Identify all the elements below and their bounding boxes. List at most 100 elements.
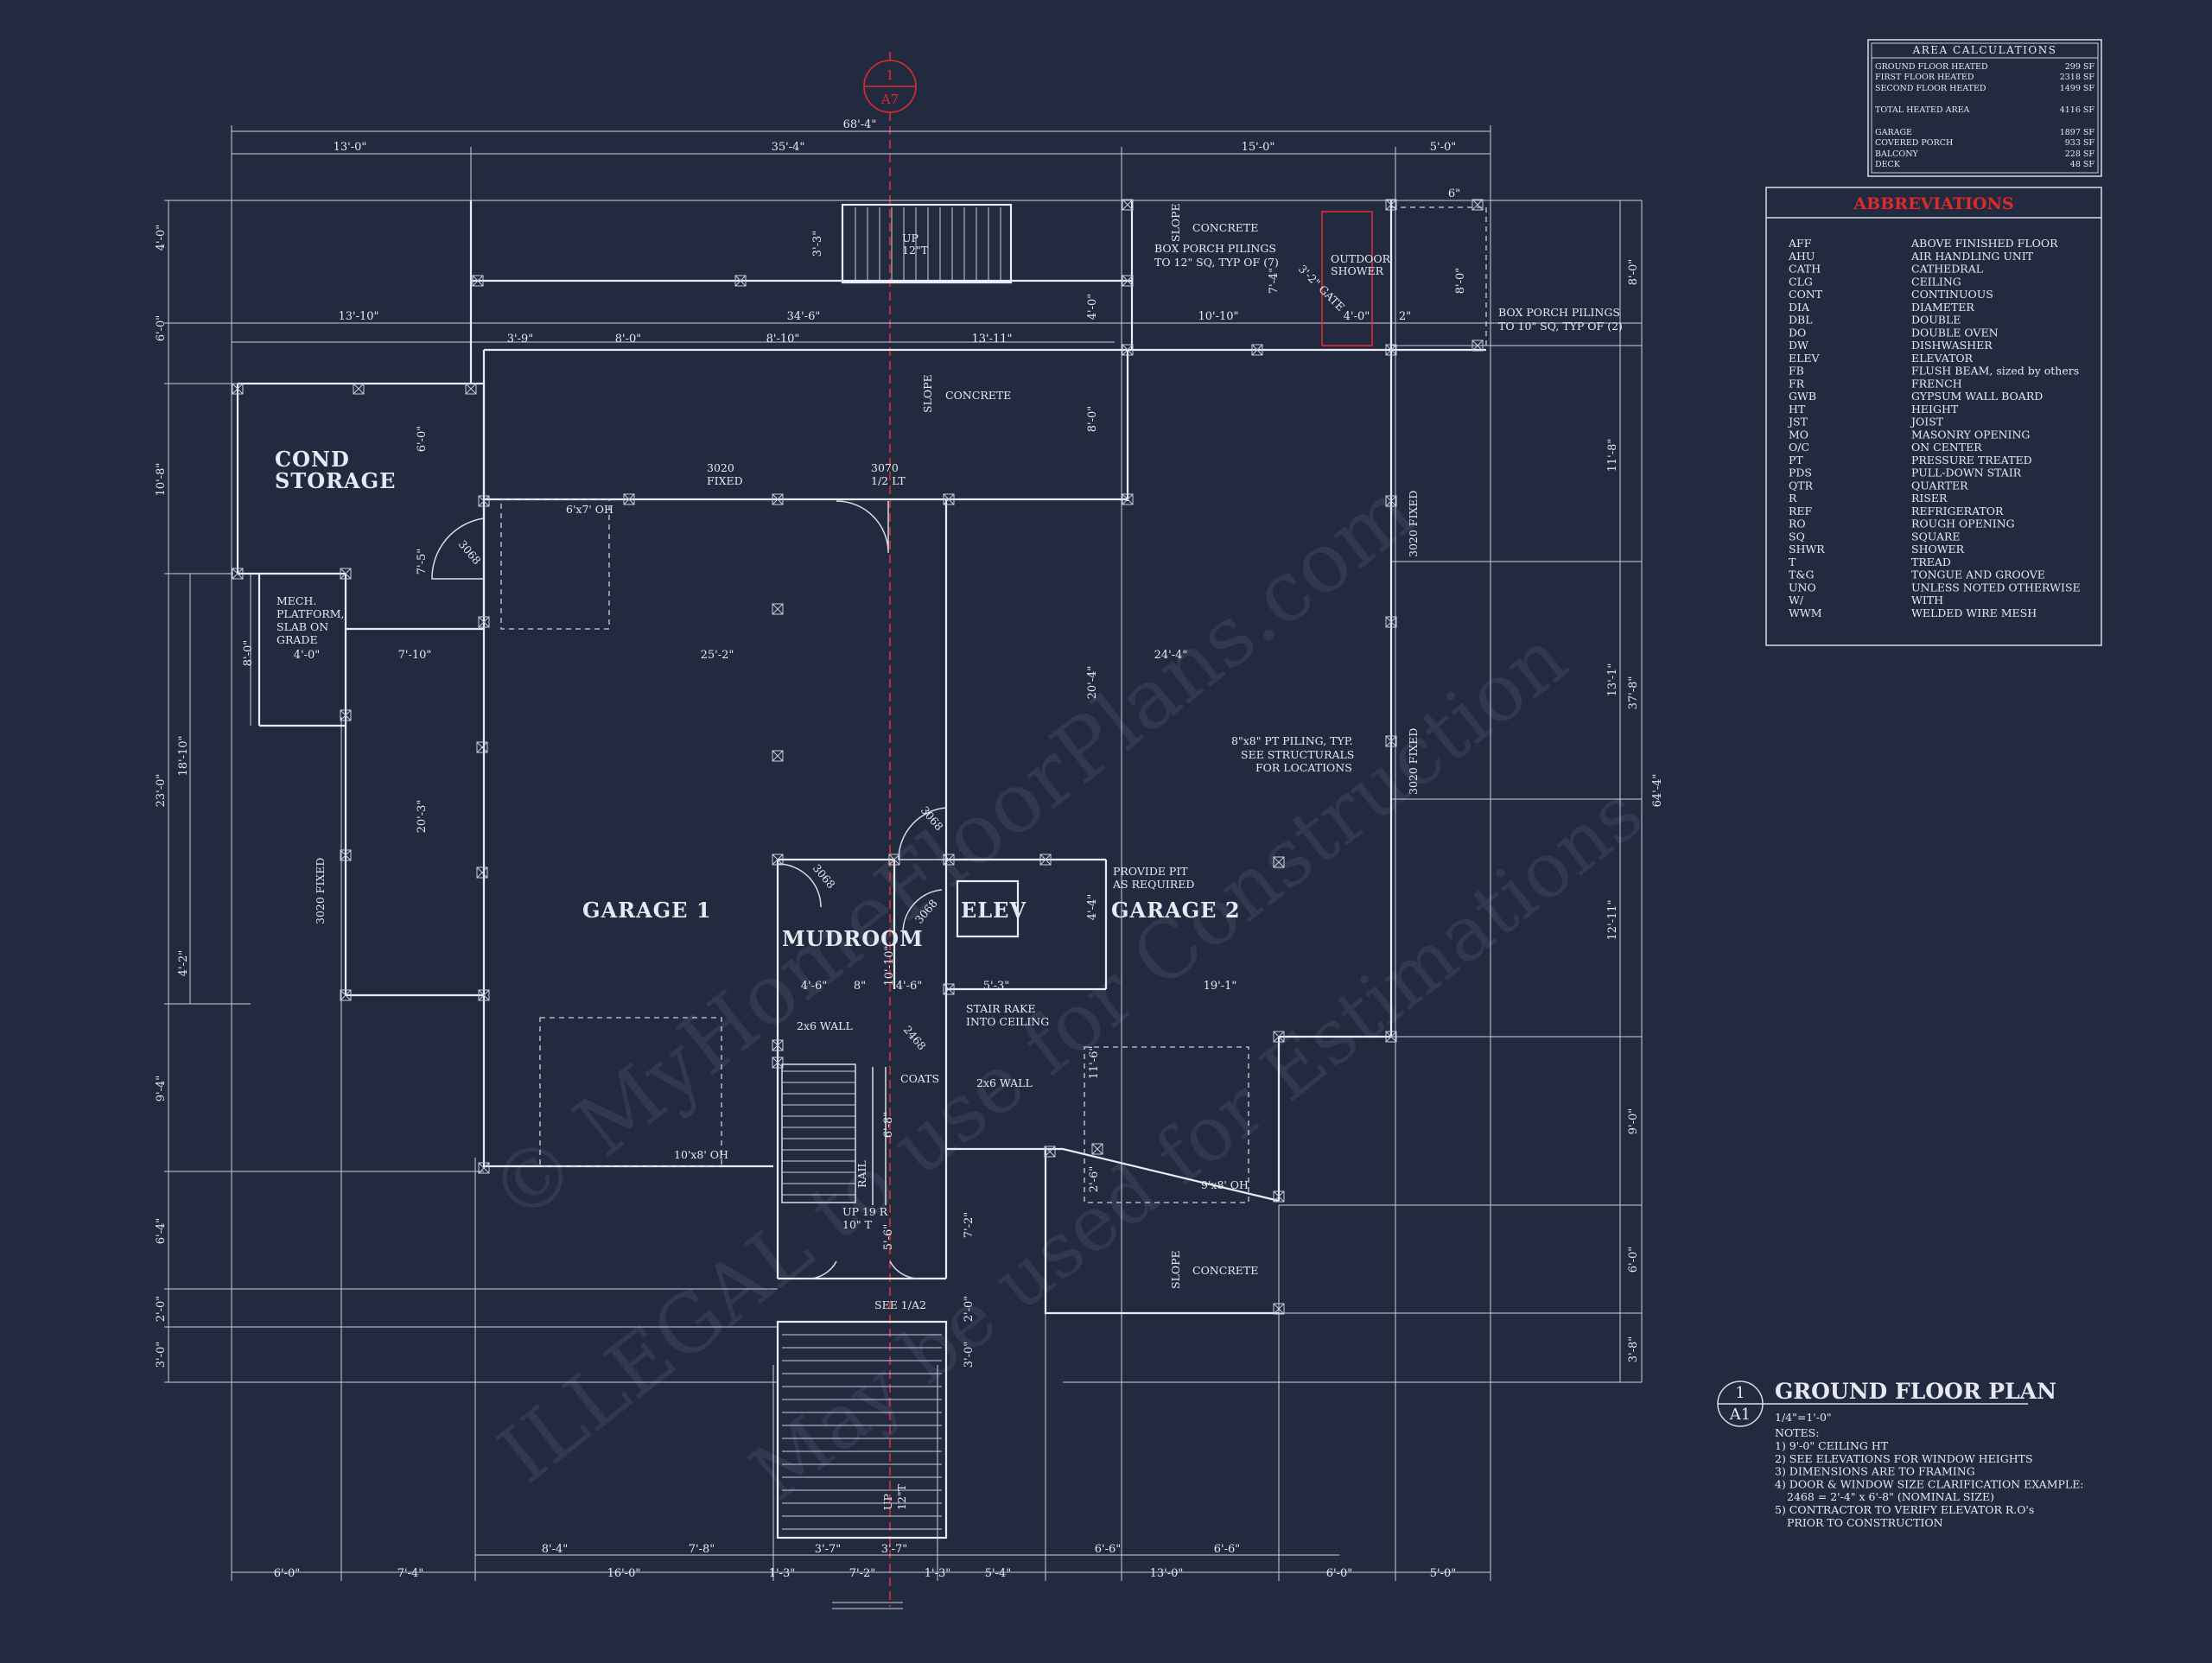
dim-25-2: 25'-2" bbox=[701, 649, 734, 662]
label-coats: COATS bbox=[900, 1072, 939, 1085]
dim-6-0: 6'-0" bbox=[416, 426, 429, 453]
area-calc-label: FIRST FLOOR HEATED bbox=[1875, 73, 1974, 82]
piling-marker bbox=[478, 616, 490, 628]
abbreviation-meaning: DOUBLE OVEN bbox=[1911, 326, 1999, 339]
abbreviation-code: AHU bbox=[1788, 250, 1815, 263]
dim-bottom-3: 16'-0" bbox=[607, 1567, 641, 1580]
piling-marker bbox=[340, 989, 352, 1001]
abbreviation-meaning: SQUARE bbox=[1911, 530, 1961, 543]
piling-marker bbox=[478, 989, 490, 1001]
dim-top-2: 35'-4" bbox=[772, 141, 805, 154]
dim-4-0: 4'-0" bbox=[294, 649, 321, 662]
annotations: UP 12"T CONCRETE SLOPE BOX PORCH PILINGS… bbox=[276, 203, 1623, 1510]
abbreviation-meaning: FLUSH BEAM, sized by others bbox=[1911, 365, 2079, 378]
area-calc-label: GROUND FLOOR HEATED bbox=[1875, 62, 1988, 72]
piling-marker bbox=[1273, 1303, 1285, 1315]
label-box-porch-2-line1: BOX PORCH PILINGS bbox=[1498, 306, 1620, 319]
dim-row3-1: 3'-9" bbox=[507, 333, 534, 346]
dim-right-7: 9'-0" bbox=[1627, 1108, 1640, 1135]
dim-7-5: 7'-5" bbox=[416, 549, 429, 575]
dim-left-4: 23'-0" bbox=[155, 774, 168, 808]
dim-bottom2-2: 7'-8" bbox=[689, 1543, 715, 1556]
piling-marker bbox=[943, 854, 955, 866]
piling-marker bbox=[888, 854, 900, 866]
piling-marker bbox=[1273, 856, 1285, 868]
dim-bottom2-5: 6'-6" bbox=[1095, 1543, 1122, 1556]
area-calc-value: 1897 SF bbox=[2060, 128, 2095, 137]
label-window-3020-left: 3020 FIXED bbox=[314, 858, 327, 924]
piling-markers bbox=[232, 199, 1484, 1315]
dim-4-6b: 4'-6" bbox=[896, 980, 923, 993]
abbreviation-code: HT bbox=[1789, 403, 1806, 416]
label-door-2468: 2468 bbox=[901, 1023, 929, 1052]
piling-marker bbox=[772, 1057, 784, 1069]
piling-marker bbox=[943, 983, 955, 995]
dim-left-5: 9'-4" bbox=[155, 1076, 168, 1102]
area-calc-label: BALCONY bbox=[1875, 149, 1919, 159]
piling-marker bbox=[1385, 199, 1397, 211]
label-stair-bottom-tread: 12"T bbox=[895, 1483, 908, 1510]
label-up19-1: UP 19 R bbox=[842, 1205, 888, 1218]
note-item: 3) DIMENSIONS ARE TO FRAMING bbox=[1775, 1465, 1975, 1478]
stair-treads bbox=[782, 207, 1001, 1530]
abbreviation-code: O/C bbox=[1789, 441, 1809, 454]
piling-marker bbox=[1385, 344, 1397, 356]
abbreviation-code: SQ bbox=[1789, 530, 1805, 543]
dim-overall: 68'-4" bbox=[843, 118, 877, 131]
title-scale: 1/4"=1'-0" bbox=[1775, 1411, 1832, 1424]
dim-row2-5: 2" bbox=[1399, 310, 1411, 323]
label-oh-6x7: 6'x7' OH bbox=[566, 503, 613, 516]
piling-marker bbox=[623, 493, 635, 505]
abbreviation-code: CATH bbox=[1789, 263, 1821, 276]
abbreviation-code: ELEV bbox=[1789, 352, 1821, 365]
label-stair-top-up: UP bbox=[902, 232, 918, 244]
abbreviation-meaning: WITH bbox=[1911, 593, 1943, 606]
piling-marker bbox=[1122, 275, 1134, 287]
abbreviation-meaning: WELDED WIRE MESH bbox=[1911, 606, 2037, 619]
area-calc-value: 1499 SF bbox=[2060, 84, 2095, 93]
dim-7-2: 7'-2" bbox=[963, 1212, 976, 1239]
abbreviation-meaning: CONTINUOUS bbox=[1911, 288, 1993, 301]
label-box-porch-7-line2: TO 12" SQ, TYP OF (7) bbox=[1154, 256, 1279, 269]
room-garage-1: GARAGE 1 bbox=[582, 898, 712, 923]
abbreviation-code: DIA bbox=[1789, 301, 1810, 314]
abbreviation-meaning: ON CENTER bbox=[1911, 441, 1982, 454]
piling-marker bbox=[772, 854, 784, 866]
area-calc-label: GARAGE bbox=[1875, 128, 1912, 137]
dim-11-6: 11'-6" bbox=[1088, 1046, 1101, 1080]
piling-marker bbox=[340, 849, 352, 861]
abbreviation-meaning: DIAMETER bbox=[1911, 301, 1974, 314]
overhead-outlines bbox=[500, 498, 1249, 1203]
label-rail: RAIL bbox=[855, 1160, 868, 1188]
piling-marker bbox=[1273, 1190, 1285, 1203]
abbreviation-code: PT bbox=[1789, 454, 1803, 467]
dim-bottom-1: 6'-0" bbox=[274, 1567, 301, 1580]
dim-bottom-5: 7'-2" bbox=[849, 1567, 876, 1580]
abbreviation-meaning: ELEVATOR bbox=[1911, 352, 1974, 365]
piling-marker bbox=[353, 383, 365, 395]
dim-row3-4: 13'-11" bbox=[971, 333, 1012, 346]
area-calc-value: 48 SF bbox=[2070, 160, 2095, 169]
piling-marker bbox=[476, 866, 488, 879]
dim-5-6: 5'-6" bbox=[882, 1224, 895, 1251]
label-window-3020-right-a: 3020 FIXED bbox=[1407, 491, 1420, 557]
abbreviation-code: T&G bbox=[1789, 568, 1814, 581]
dim-20-4: 20'-4" bbox=[1086, 666, 1099, 700]
dim-left-6: 6'-4" bbox=[155, 1218, 168, 1245]
label-window-3020-line1: 3020 bbox=[707, 461, 734, 474]
dim-bottom-4: 1'-3" bbox=[769, 1567, 796, 1580]
dimension-lines bbox=[164, 125, 1643, 1581]
label-piling-3: FOR LOCATIONS bbox=[1255, 761, 1352, 774]
abbreviation-meaning: GYPSUM WALL BOARD bbox=[1911, 390, 2043, 403]
label-slope-2: SLOPE bbox=[921, 374, 934, 413]
piling-marker bbox=[340, 709, 352, 721]
dim-row2-2: 34'-6" bbox=[787, 310, 821, 323]
title-text: GROUND FLOOR PLAN bbox=[1775, 1379, 2056, 1404]
room-elev: ELEV bbox=[961, 898, 1027, 923]
dim-5-3: 5'-3" bbox=[983, 980, 1010, 993]
label-pit-1: PROVIDE PIT bbox=[1113, 865, 1188, 878]
abbreviation-code: FB bbox=[1789, 365, 1804, 378]
note-item: 2468 = 2'-4" x 6'-8" (NOMINAL SIZE) bbox=[1787, 1490, 1994, 1503]
